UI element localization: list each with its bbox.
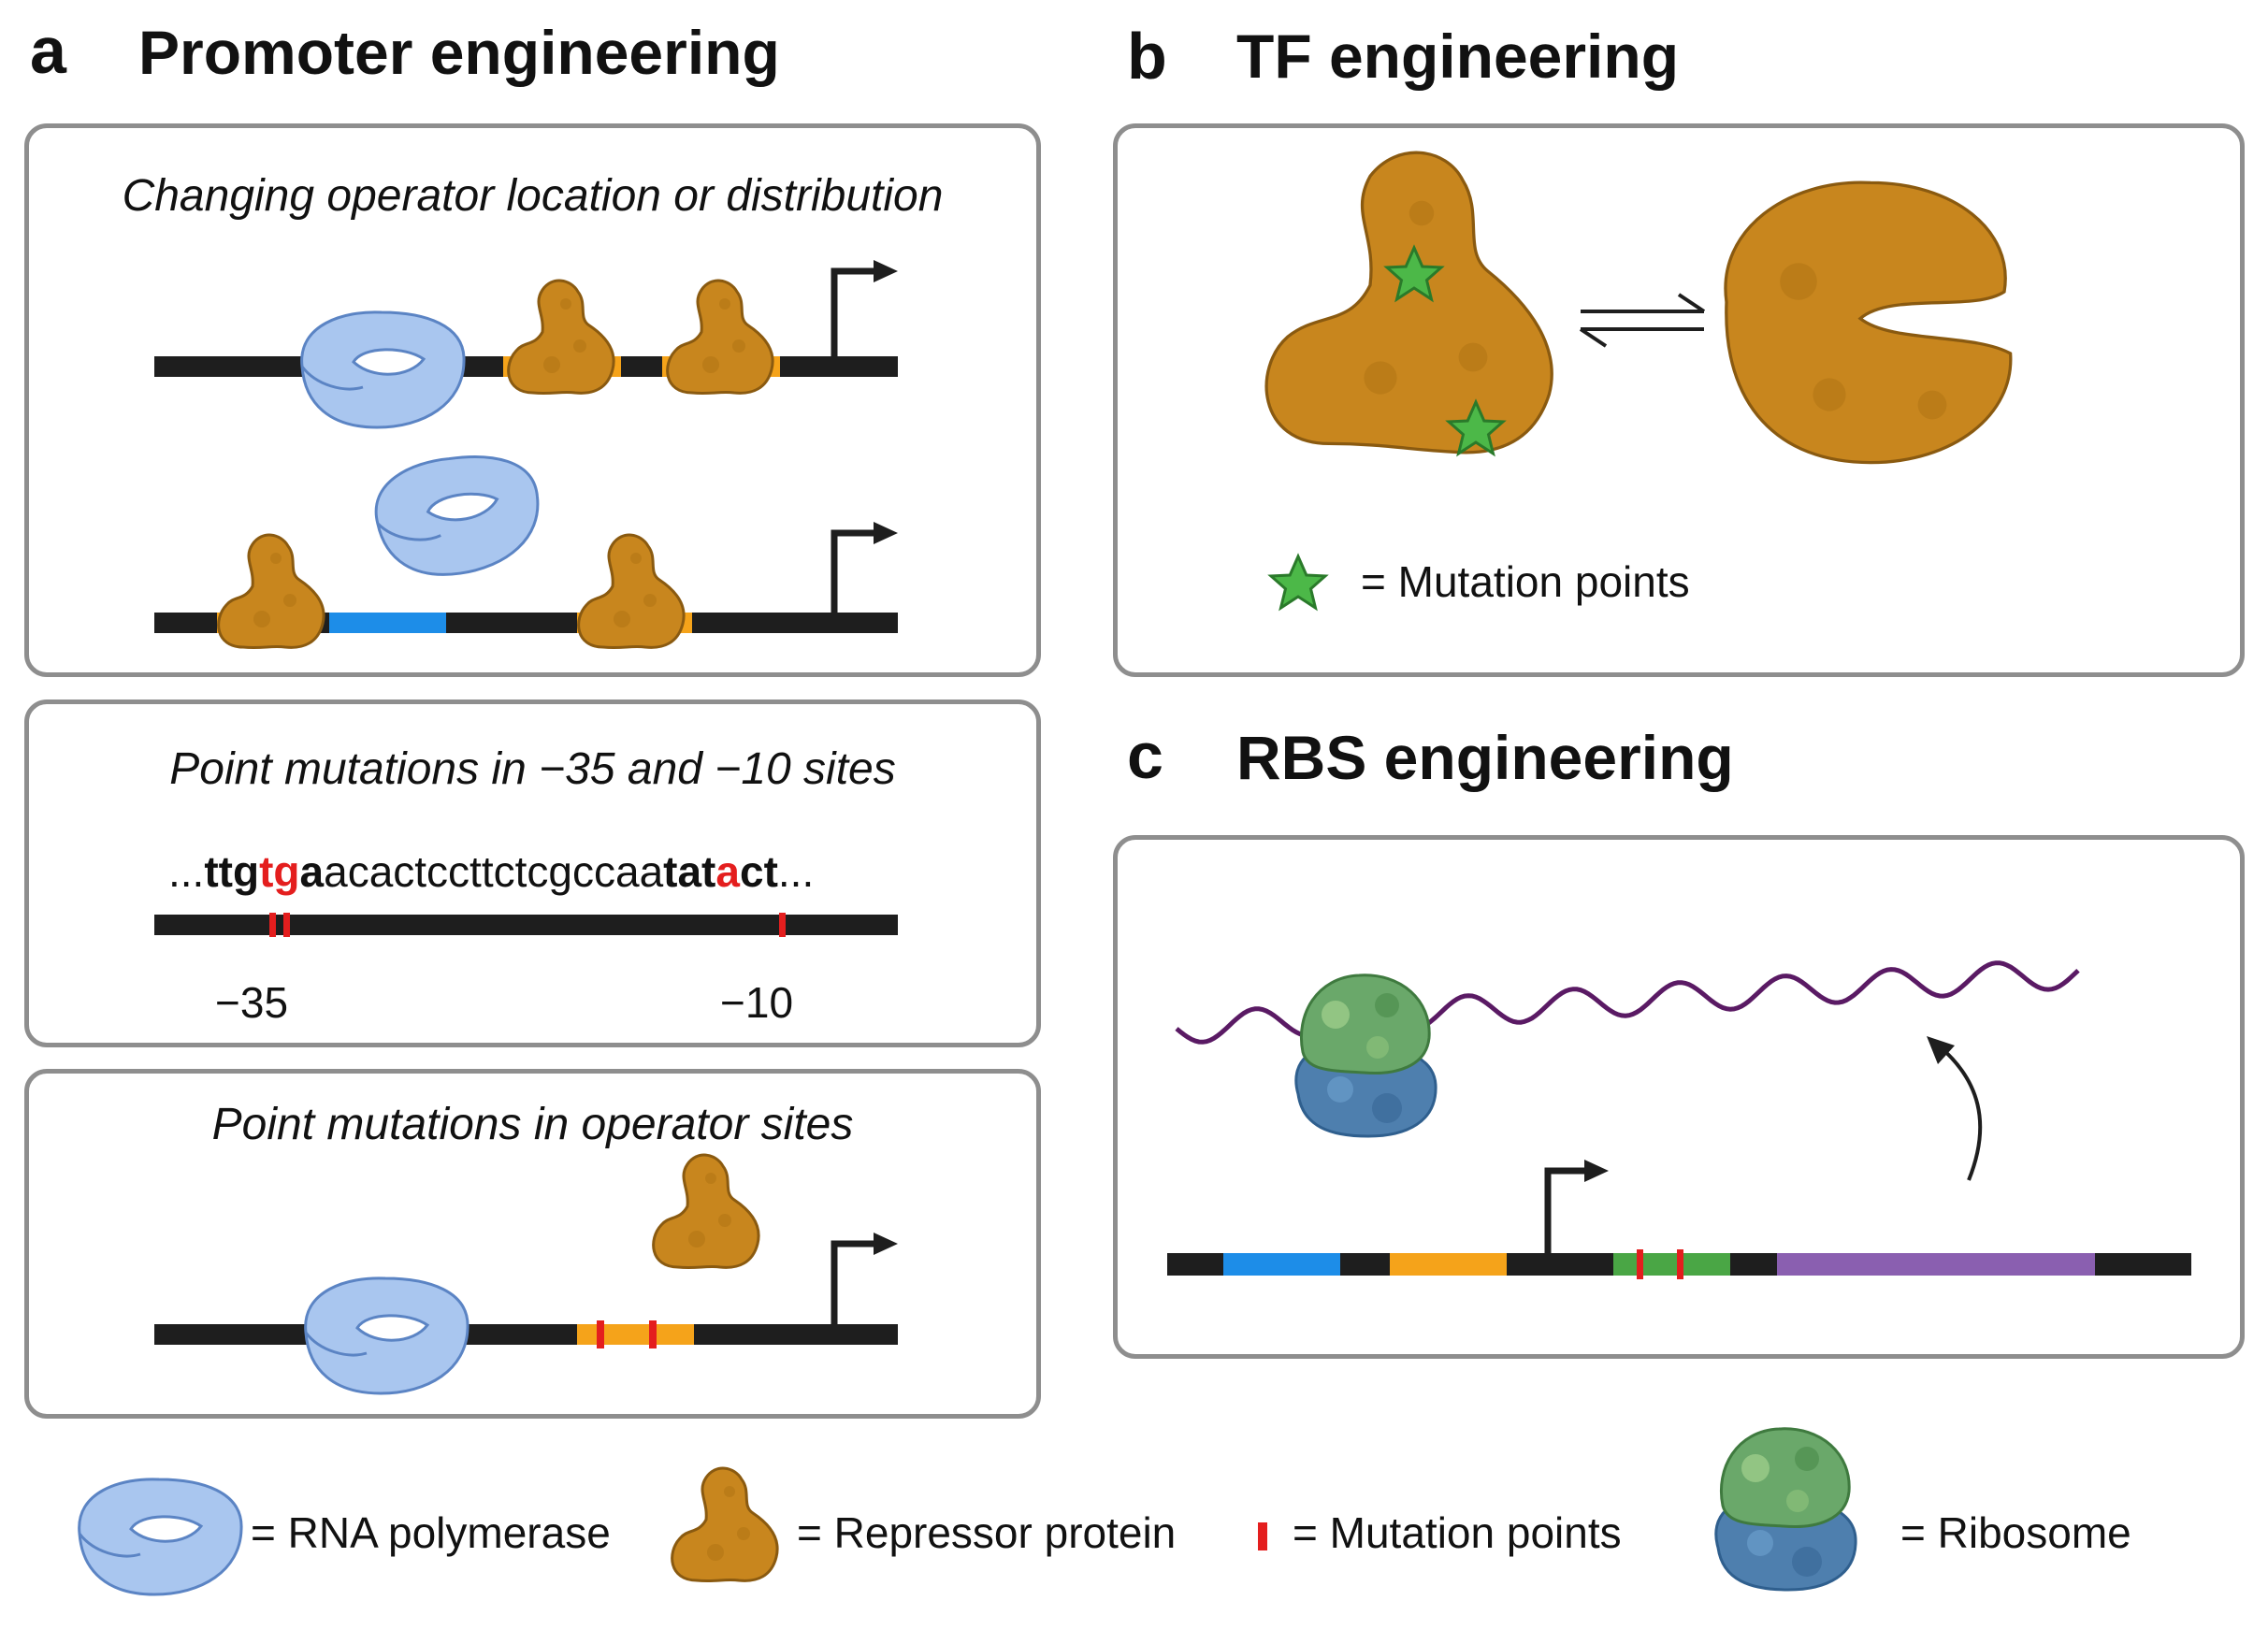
panel-b-letter: b — [1127, 20, 1167, 93]
ribosome — [1294, 973, 1437, 1138]
tf-alternative-conformation — [1724, 180, 2013, 465]
promoter-sequence: ...ttgtgaacactccttctcgccaatatact... — [168, 847, 815, 896]
position-minus10-label: −10 — [720, 978, 794, 1027]
panel-a-title: Promoter engineering — [138, 18, 780, 87]
rbs-region — [1613, 1253, 1730, 1276]
mutation-mark — [1637, 1249, 1643, 1279]
panel-a-letter: a — [30, 14, 66, 87]
legend-mutation-icon — [1258, 1522, 1267, 1550]
operator-site — [1390, 1253, 1507, 1276]
rna-polymerase — [304, 1276, 469, 1395]
caption-operator-location: Changing operator location or distributi… — [122, 171, 944, 221]
tf-mutant-conformation — [1264, 151, 1553, 454]
caption-operator-mutations: Point mutations in operator sites — [211, 1100, 854, 1149]
gene-coding-region — [1777, 1253, 2095, 1276]
promoter-region — [329, 613, 446, 633]
legend-repressor-icon — [671, 1466, 779, 1583]
rna-polymerase — [368, 445, 548, 585]
position-minus35-label: −35 — [215, 978, 289, 1027]
translation-arrow — [1939, 1046, 1983, 1181]
panel-b-title: TF engineering — [1236, 22, 1680, 91]
mutation-mark — [779, 913, 786, 937]
legend-mutation-label: = Mutation points — [1293, 1508, 1622, 1557]
repressor-protein — [217, 533, 325, 650]
panel-c-letter: c — [1127, 719, 1163, 792]
promoter-arrow — [831, 267, 879, 356]
equilibrium-arrows — [1579, 293, 1706, 348]
promoter-arrow — [831, 1240, 879, 1324]
promoter-region — [1223, 1253, 1340, 1276]
repressor-protein — [652, 1153, 760, 1270]
legend-ribosome-label: = Ribosome — [1900, 1508, 2131, 1557]
repressor-protein — [577, 533, 686, 650]
panel-a-box-operator-location — [24, 123, 1041, 677]
caption-point-mutations-35-10: Point mutations in −35 and −10 sites — [169, 744, 896, 794]
mutation-mark — [269, 913, 276, 937]
mutation-mark — [1677, 1249, 1683, 1279]
dna-strand — [154, 915, 898, 935]
legend-ribosome-icon — [1714, 1427, 1857, 1592]
legend-rna-polymerase-label: = RNA polymerase — [251, 1508, 611, 1557]
repressor-protein — [507, 279, 615, 396]
operator-site — [577, 1324, 694, 1345]
panel-b-mutation-legend-label: = Mutation points — [1361, 557, 1690, 606]
panel-c-title: RBS engineering — [1236, 723, 1734, 792]
repressor-protein — [666, 279, 774, 396]
legend-repressor-label: = Repressor protein — [797, 1508, 1177, 1557]
dna-strand — [154, 1324, 898, 1345]
mutation-mark — [597, 1320, 604, 1348]
promoter-arrow — [1544, 1167, 1590, 1253]
rna-polymerase — [300, 310, 466, 429]
legend-rna-polymerase-icon — [78, 1478, 243, 1596]
mutation-mark — [649, 1320, 657, 1348]
promoter-arrow — [831, 529, 879, 613]
mutation-mark — [283, 913, 290, 937]
panel-a-box-point-mutations-35-10 — [24, 699, 1041, 1047]
legend-star-icon — [1269, 555, 1327, 610]
